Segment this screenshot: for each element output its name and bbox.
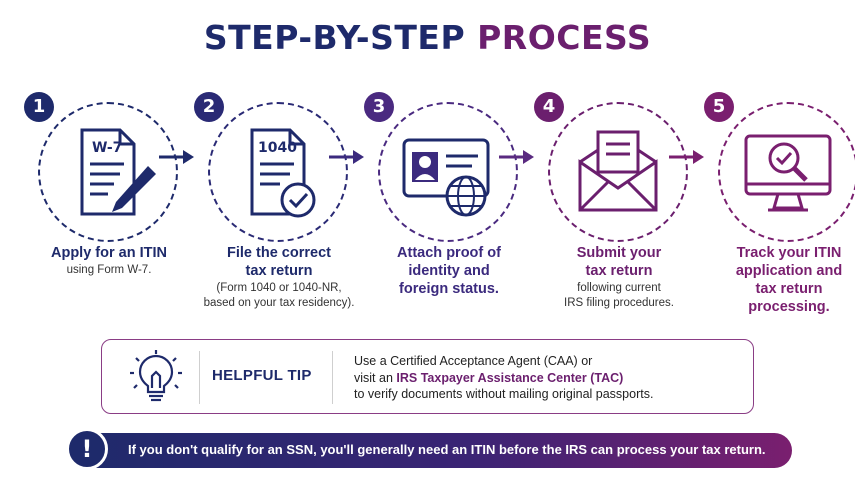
sub-line: using Form W-7. (66, 264, 152, 276)
heading-line: tax return (245, 263, 313, 279)
tip-text: Use a Certified Acceptance Agent (CAA) o… (354, 353, 653, 403)
sub-line: based on your tax residency). (203, 297, 355, 309)
divider (199, 351, 200, 404)
heading-line: tax return (755, 281, 823, 297)
step-caption: Track your ITIN application and tax retu… (694, 244, 855, 316)
arrow-right-icon (499, 150, 534, 164)
step-subtext: (Form 1040 or 1040-NR, based on your tax… (184, 281, 374, 311)
form-w7-pen-icon: W-7 (80, 128, 156, 216)
heading-line: Apply for an ITIN (51, 245, 167, 261)
step-number-badge: 4 (534, 92, 564, 122)
step-number-badge: 3 (364, 92, 394, 122)
ssn-notice-banner: ! If you don't qualify for an SSN, you'l… (66, 428, 792, 470)
step-heading: Attach proof of identity and foreign sta… (354, 244, 544, 298)
step-number-badge: 5 (704, 92, 734, 122)
arrow-right-icon (329, 150, 364, 164)
monitor-magnifier-icon (744, 134, 832, 212)
tip-tac-emphasis: IRS Taxpayer Assistance Center (TAC) (396, 370, 624, 385)
envelope-document-icon (578, 130, 658, 212)
heading-line: tax return (585, 263, 653, 279)
banner-text: If you don't qualify for an SSN, you'll … (128, 442, 766, 457)
sub-line: (Form 1040 or 1040-NR, (216, 282, 342, 294)
icon-label: W-7 (92, 140, 122, 156)
exclamation-icon: ! (66, 428, 108, 470)
sub-line: IRS filing procedures. (564, 297, 674, 309)
step-caption: File the correct tax return (Form 1040 o… (184, 244, 374, 311)
step-caption: Attach proof of identity and foreign sta… (354, 244, 544, 298)
tip-line: to verify documents without mailing orig… (354, 387, 654, 401)
heading-line: processing. (748, 299, 830, 315)
step-heading: Submit your tax return (524, 244, 714, 280)
arrow-right-icon (159, 150, 194, 164)
step-circle: 1040 (208, 102, 348, 242)
step-heading: Track your ITIN application and tax retu… (694, 244, 855, 316)
step-subtext: using Form W-7. (14, 263, 204, 278)
heading-line: application and (735, 263, 843, 279)
step-heading: File the correct tax return (184, 244, 374, 280)
step-circle (548, 102, 688, 242)
tip-label: HELPFUL TIP (212, 367, 312, 384)
page-title: STEP-BY-STEP PROCESS (0, 18, 855, 57)
heading-line: Submit your (576, 245, 662, 261)
tip-line: visit an IRS Taxpayer Assistance Center … (354, 370, 653, 387)
step-caption: Apply for an ITIN using Form W-7. (14, 244, 204, 278)
heading-line: identity and (408, 263, 490, 279)
heading-line: Track your ITIN (736, 245, 842, 261)
heading-line: foreign status. (399, 281, 499, 297)
step-heading: Apply for an ITIN (14, 244, 204, 262)
title-part2: PROCESS (477, 18, 652, 57)
step-number-badge: 1 (24, 92, 54, 122)
id-card-globe-icon (402, 138, 490, 217)
heading-line: Attach proof of (397, 245, 501, 261)
step-circle: W-7 (38, 102, 178, 242)
step-number-badge: 2 (194, 92, 224, 122)
arrow-right-icon (669, 150, 704, 164)
step-caption: Submit your tax return following current… (524, 244, 714, 311)
step-circle (378, 102, 518, 242)
tip-line-prefix: visit an (354, 370, 397, 385)
title-part1: STEP-BY-STEP (203, 18, 466, 57)
tip-line: Use a Certified Acceptance Agent (CAA) o… (354, 354, 593, 368)
heading-line: File the correct (227, 245, 331, 261)
helpful-tip-box: HELPFUL TIP Use a Certified Acceptance A… (101, 339, 754, 414)
divider (332, 351, 333, 404)
step-subtext: following current IRS filing procedures. (524, 281, 714, 311)
step-circle (718, 102, 855, 242)
icon-label: 1040 (258, 140, 297, 156)
form-1040-check-icon: 1040 (250, 128, 316, 218)
lightbulb-icon (130, 350, 182, 402)
sub-line: following current (577, 282, 661, 294)
